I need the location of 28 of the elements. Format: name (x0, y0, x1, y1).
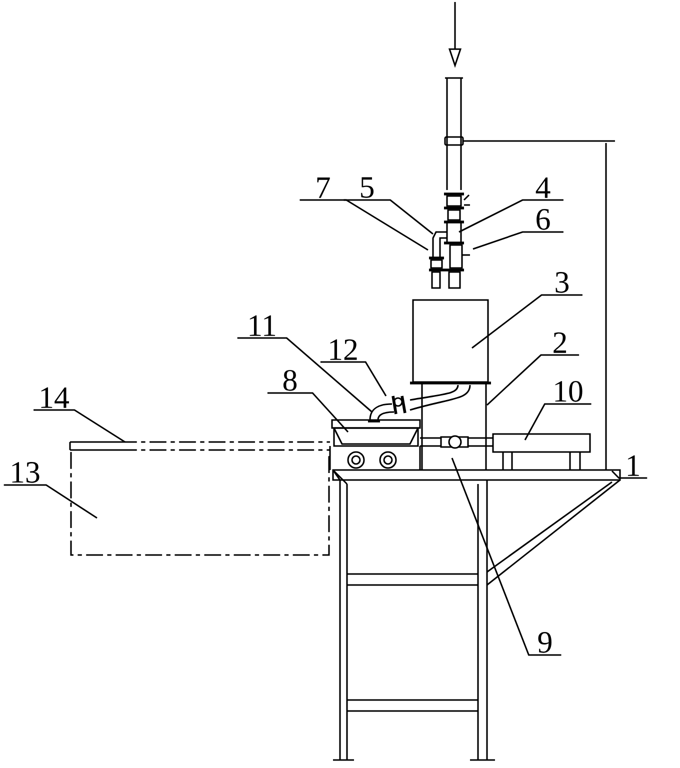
callout-number: 5 (361, 177, 374, 198)
callout-number: 12 (330, 339, 357, 360)
callout-number: 8 (283, 370, 297, 391)
leader-line (300, 199, 428, 251)
leader-line (472, 231, 564, 250)
leader-line (34, 409, 126, 443)
leader-line (4, 484, 98, 519)
callout-number: 6 (536, 209, 550, 230)
callout-number: 2 (554, 332, 566, 353)
callout-number: 10 (555, 380, 582, 402)
leader-line (524, 403, 592, 440)
callout-number: 11 (250, 315, 276, 336)
leader-line (611, 470, 648, 479)
leader-line (451, 458, 562, 656)
leader-line (472, 294, 582, 349)
leader-line (458, 199, 564, 233)
callout-number: 1 (628, 455, 639, 476)
callout-number: 4 (536, 177, 550, 198)
callout-number: 13 (12, 462, 40, 483)
leader-line (267, 392, 349, 433)
leader-line (486, 354, 580, 406)
callout-number: 14 (41, 387, 69, 408)
callout-number: 9 (538, 632, 552, 653)
callout-number: 7 (317, 178, 330, 198)
leader-line (320, 361, 387, 396)
leader-line (237, 337, 373, 413)
leader-line (344, 199, 434, 235)
callout-number: 3 (556, 272, 569, 293)
